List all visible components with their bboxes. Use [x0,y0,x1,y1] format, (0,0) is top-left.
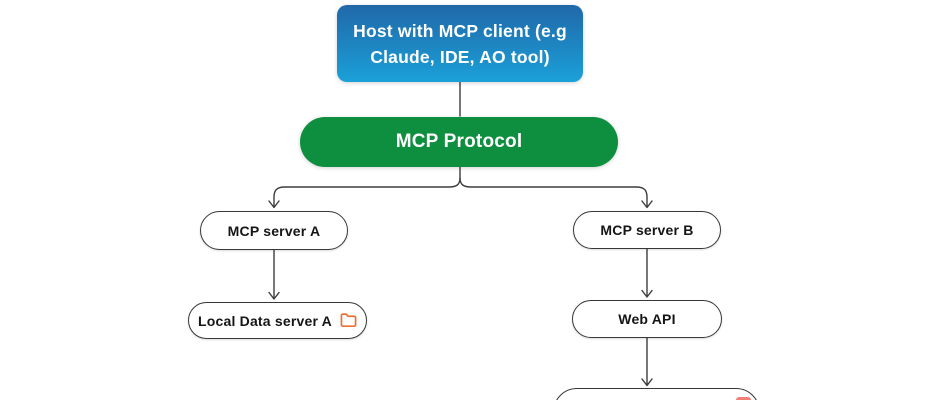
mcp-protocol-node: MCP Protocol [300,117,618,167]
connector-web-api-bottom [641,337,653,387]
connector-protocol-server-b [459,177,653,209]
mcp-server-a-node: MCP server A [200,211,348,250]
mcp-server-b-node: MCP server B [573,211,721,249]
host-node: Host with MCP client (e.g Claude, IDE, A… [337,5,583,82]
connector-protocol-server-a [268,166,461,209]
mcp-protocol-label: MCP Protocol [395,131,523,152]
connector-server-a-local-data [268,249,280,300]
mcp-server-b-label: MCP server B [600,222,694,238]
partial-icon [736,397,751,400]
mcp-server-a-label: MCP server A [227,222,321,239]
folder-icon [340,312,357,329]
web-api-node: Web API [572,300,722,338]
bottom-partial-node [553,388,760,400]
connector-server-b-web-api [641,248,653,298]
local-data-server-a-label: Local Data server A [197,312,332,329]
web-api-label: Web API [618,311,676,327]
host-label: Host with MCP client (e.g Claude, IDE, A… [353,20,567,67]
local-data-server-a-node: Local Data server A [188,302,367,339]
